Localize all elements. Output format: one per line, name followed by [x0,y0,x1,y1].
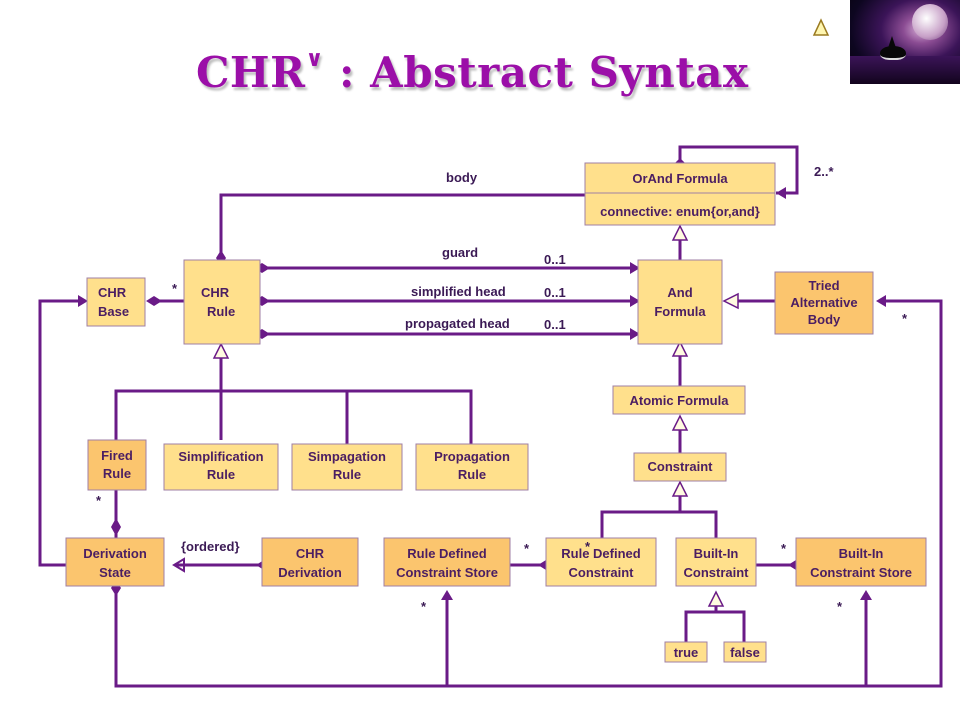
svg-text:Simplification: Simplification [178,449,263,464]
svg-text:Formula: Formula [654,304,706,319]
class-fired-rule[interactable]: Fired Rule [87,439,147,491]
svg-text:Rule: Rule [207,304,235,319]
edge-rule-subclasses [114,389,473,444]
multiplicity-star: * [172,281,178,296]
class-propagation-rule[interactable]: Propagation Rule [415,443,529,491]
class-builtin-constraint-store[interactable]: Built-In Constraint Store [795,537,927,587]
svg-text:Tried: Tried [808,278,839,293]
svg-text:Rule: Rule [103,466,131,481]
svg-text:Fired: Fired [101,448,133,463]
multiplicity-simplified-head: 0..1 [544,285,566,300]
svg-text:Rule: Rule [207,467,235,482]
class-rule-defined-constraint[interactable]: Rule Defined Constraint [545,537,657,587]
svg-text:Rule Defined: Rule Defined [407,546,487,561]
multiplicity-star: * [585,539,591,554]
class-rule-defined-constraint-store[interactable]: Rule Defined Constraint Store [383,537,511,587]
multiplicity-star: * [781,541,787,556]
svg-text:true: true [674,645,699,660]
class-true[interactable]: true [664,641,708,663]
class-simplification-rule[interactable]: Simplification Rule [163,443,279,491]
multiplicity-guard: 0..1 [544,252,566,267]
generalization-triangle [671,224,689,241]
svg-text:And: And [667,285,692,300]
decorative-photo [850,0,960,84]
multiplicity-star: * [524,541,530,556]
svg-text:Rule: Rule [458,467,486,482]
svg-text:CHR: CHR [201,285,230,300]
svg-text:Constraint: Constraint [569,565,635,580]
diamond [146,296,162,306]
class-orand-formula[interactable]: OrAnd Formula connective: enum{or,and} [584,162,776,226]
svg-text:Propagation: Propagation [434,449,510,464]
edge-label-ordered: {ordered} [181,539,240,554]
edge-bottom-bus-line [114,299,943,688]
svg-text:Constraint: Constraint [684,565,750,580]
class-chr-rule[interactable]: CHR Rule [183,259,261,345]
svg-text:Built-In: Built-In [694,546,739,561]
svg-text:Rule: Rule [333,467,361,482]
class-atomic-formula[interactable]: Atomic Formula [612,385,746,415]
multiplicity-orand-self: 2..* [814,164,834,179]
edge-label-body: body [446,170,478,185]
class-constraint[interactable]: Constraint [633,452,727,482]
svg-text:false: false [730,645,760,660]
multiplicity-star: * [837,599,843,614]
class-chr-derivation[interactable]: CHR Derivation [261,537,359,587]
multiplicity-star: * [902,311,908,326]
edge-builtin-subclasses [684,610,746,642]
svg-text:CHR: CHR [296,546,325,561]
svg-text:Derivation: Derivation [83,546,147,561]
moon-image [912,4,948,40]
edge-label-propagated-head: propagated head [405,316,510,331]
class-builtin-constraint[interactable]: Built-In Constraint [675,537,757,587]
edge-orand-self-line [678,145,799,195]
class-tried-alternative-body[interactable]: Tried Alternative Body [774,271,874,335]
class-and-formula[interactable]: And Formula [637,259,723,345]
svg-text:CHR: CHR [98,285,127,300]
class-attribute: connective: enum{or,and} [600,204,760,219]
edge-state-base-line [38,299,80,567]
multiplicity-star: * [421,599,427,614]
triangle-outline-icon[interactable] [812,18,830,36]
orca-image [880,46,906,60]
slide-title: CHR∨ : Abstract Syntax [196,46,749,97]
multiplicity-propagated-head: 0..1 [544,317,566,332]
class-derivation-state[interactable]: Derivation State [65,537,165,587]
class-false[interactable]: false [723,641,767,663]
class-name: OrAnd Formula [632,171,728,186]
svg-text:Derivation: Derivation [278,565,342,580]
svg-text:Constraint Store: Constraint Store [810,565,912,580]
edge-label-simplified-head: simplified head [411,284,506,299]
svg-text:Simpagation: Simpagation [308,449,386,464]
svg-text:Body: Body [808,312,841,327]
svg-text:Built-In: Built-In [839,546,884,561]
class-chr-base[interactable]: CHR Base [86,277,146,327]
svg-text:Constraint Store: Constraint Store [396,565,498,580]
class-simpagation-rule[interactable]: Simpagation Rule [291,443,403,491]
svg-text:Constraint: Constraint [648,459,714,474]
svg-text:Alternative: Alternative [790,295,857,310]
edge-constraint-subclasses [600,510,718,538]
edge-label-guard: guard [442,245,478,260]
svg-text:State: State [99,565,131,580]
multiplicity-star: * [96,493,102,508]
edge-body-line [219,193,588,260]
svg-text:Atomic Formula: Atomic Formula [630,393,730,408]
svg-text:Rule Defined: Rule Defined [561,546,641,561]
svg-text:Base: Base [98,304,129,319]
